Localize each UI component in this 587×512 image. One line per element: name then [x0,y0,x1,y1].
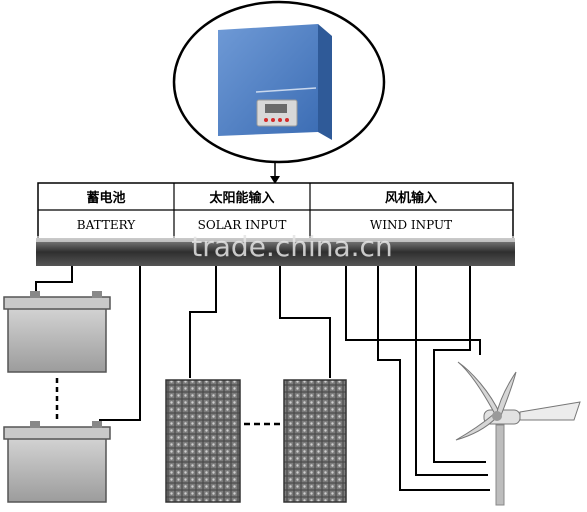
terminal-bus-bar [36,238,515,266]
battery-body [7,431,107,503]
battery-top [3,291,111,373]
wind-turbine [455,361,581,506]
solar-wire-2 [279,266,331,378]
wind-wire-2 [377,266,490,491]
wind-wire-3 [415,266,488,476]
watermark: trade.china.cn [191,230,392,263]
battery-terminal [30,421,40,428]
wind-label-cn: 风机输入 [385,190,437,206]
wiring [35,266,490,491]
solar-panel-right [283,379,347,503]
bus-bar-highlight [36,236,515,242]
wind-label-en: WIND INPUT [370,218,452,232]
indicator-light [285,118,289,122]
controller-callout-arrow [270,176,280,184]
controller-device [218,24,332,140]
turbine-blade [495,371,517,419]
battery-terminal [92,421,102,428]
controller-screen [265,104,287,113]
battery-body [7,301,107,373]
battery-lid [3,426,111,440]
solar-label-en: SOLAR INPUT [198,218,287,232]
battery-bottom [3,421,111,503]
wind-wire-4 [433,266,486,463]
battery-terminal [30,291,40,298]
controller-trim-line [255,87,317,93]
battery-lid [3,296,111,310]
turbine-tail [519,401,581,421]
indicator-light [278,118,282,122]
indicator-light [264,118,268,122]
turbine-blade [455,413,497,441]
solar-panel-frame [165,379,241,503]
solar-wire-1 [189,266,217,378]
turbine-hub [492,411,502,421]
solar-label-cn: 太阳能输入 [208,190,274,206]
turbine-blade [457,361,501,417]
battery-label-en: BATTERY [77,218,136,232]
indicator-light [271,118,275,122]
battery-wire-neg [35,266,73,300]
solar-panel-left [165,379,241,503]
controller-group [172,0,386,184]
wind-wire-1 [345,266,481,355]
controller-side [318,24,332,140]
solar-panel-frame [283,379,347,503]
turbine-tower [495,424,505,506]
battery-terminal [92,291,102,298]
battery-label-cn: 蓄电池 [86,190,125,206]
